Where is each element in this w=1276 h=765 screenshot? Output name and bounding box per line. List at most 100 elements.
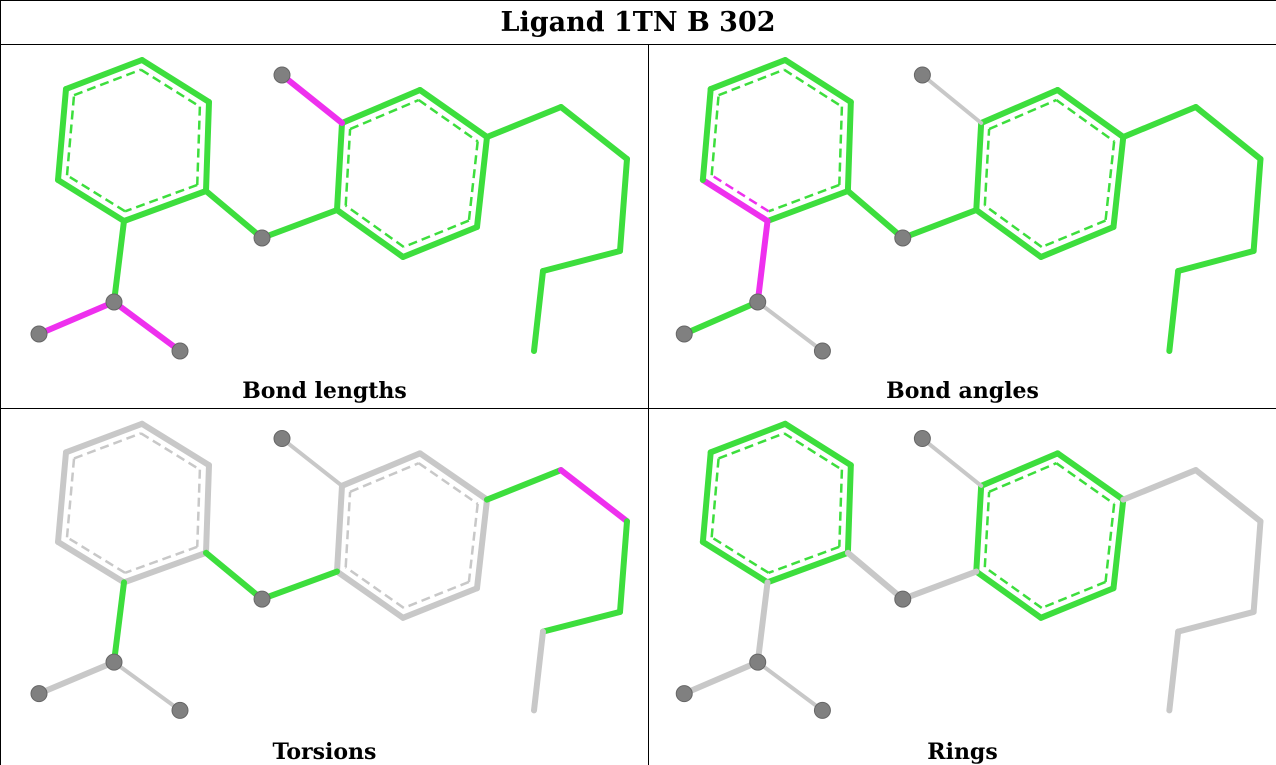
bond-r1c-r1d	[121, 188, 209, 224]
bond-r1e-r1f	[699, 449, 714, 545]
aromatic-bond-r1f-r1a	[73, 68, 142, 97]
aromatic-bond-r2d-r2e	[403, 219, 470, 249]
aromatic-bond-r1c-r1d	[124, 183, 198, 213]
bond-r2c-r2d	[474, 496, 490, 592]
aromatic-bond-r1b-r1c	[838, 469, 844, 547]
atom-m1	[30, 325, 48, 343]
atom-m2	[171, 342, 189, 360]
divider-title	[0, 44, 1276, 45]
aromatic-bond-r1e-r1f	[710, 95, 720, 176]
bond-r1e-r1f	[55, 449, 69, 545]
panel-bond-angles: Bond angles	[649, 45, 1276, 408]
aromatic-bond-r1c-r1d	[124, 545, 198, 575]
bond-r1a-r1b	[139, 57, 212, 105]
bond-r1c-ob	[203, 188, 265, 241]
ligand-diagram-torsions	[30, 420, 630, 719]
aromatic-bond-r1e-r1f	[65, 95, 76, 176]
bond-p1-p2	[558, 104, 630, 162]
bond-ch-m2	[755, 300, 825, 353]
bond-r2d-r2e	[400, 224, 480, 260]
bond-p1-p2	[1192, 467, 1264, 525]
panel-torsions: Torsions	[1, 409, 648, 765]
bond-r1e-r1f	[699, 86, 714, 183]
bond-r1c-r1d	[764, 188, 851, 224]
figure-title: Ligand 1TN B 302	[500, 6, 776, 38]
border-left	[0, 0, 1, 765]
aromatic-bond-r1e-r1f	[65, 458, 76, 538]
bond-ob-r2f	[899, 207, 980, 241]
bond-r1c-r1d	[121, 549, 209, 586]
bond-r2c-r2d	[1110, 134, 1127, 230]
atom-m1	[675, 685, 693, 703]
bond-ch-m2	[755, 660, 825, 713]
atom-top	[273, 66, 291, 84]
bond-r2c-r2d	[1110, 496, 1127, 592]
atom-top	[273, 430, 291, 448]
bond-r2f-r2a	[334, 120, 345, 213]
atom-ob	[253, 590, 271, 608]
aromatic-bond-r2a-r2b	[349, 98, 420, 131]
bond-r1f-r1a	[707, 57, 789, 92]
atom-ob	[894, 590, 912, 608]
bond-p1-p2	[1192, 104, 1264, 162]
bond-r1b-r1c	[844, 99, 854, 194]
bond-p4-p5	[531, 268, 546, 354]
panel-caption: Torsions	[272, 739, 377, 765]
bond-r1d-ch	[754, 218, 771, 305]
bond-r1a-r1b	[782, 57, 854, 105]
bond-r1d-r1e	[55, 177, 127, 224]
bond-r1d-ch	[111, 579, 127, 666]
bond-r1c-ob	[844, 188, 906, 241]
aromatic-bond-r1a-r1b	[783, 432, 843, 471]
atom-m2	[171, 701, 189, 719]
atom-ch	[749, 653, 767, 671]
atom-ch	[749, 293, 767, 311]
bond-ob-r2f	[259, 207, 340, 241]
aromatic-bond-r1d-r1e	[711, 174, 770, 213]
panel-rings: Rings	[649, 409, 1276, 765]
bond-ch-m1	[681, 299, 761, 337]
bond-r1d-r1e	[699, 538, 771, 586]
atom-m2	[813, 701, 831, 719]
aromatic-bond-r2e-r2f	[984, 204, 1043, 248]
panel-caption: Rings	[927, 739, 998, 765]
bond-r2a-r2b	[339, 450, 423, 489]
bond-p1-p2	[558, 467, 630, 525]
aromatic-bond-r2f-r2a	[983, 128, 991, 206]
bond-r2c-r2d	[474, 134, 490, 230]
aromatic-bond-r1a-r1b	[140, 432, 201, 471]
bond-r1d-ch	[754, 579, 771, 666]
atom-top	[913, 430, 931, 448]
bond-r2e-r2f	[973, 207, 1044, 260]
bond-r2d-r2e	[400, 585, 480, 621]
bond-r2b-r2c	[417, 87, 490, 140]
atom-m1	[30, 685, 48, 703]
ligand-diagram-bond-lengths	[30, 57, 630, 360]
aromatic-bond-r1a-r1b	[783, 68, 843, 108]
bond-r2c-p1	[484, 467, 564, 503]
bond-r2e-r2f	[973, 568, 1044, 621]
bond-r1a-r1b	[782, 420, 854, 469]
bond-p4-p5	[1166, 628, 1182, 714]
bond-r1f-r1a	[63, 57, 145, 92]
bond-r2c-p1	[1120, 467, 1199, 503]
aromatic-bond-r1d-r1e	[711, 536, 770, 574]
aromatic-bond-r1a-r1b	[140, 68, 201, 108]
bond-ob-r2f	[259, 568, 340, 603]
bond-p2-p3	[1250, 518, 1264, 615]
divider-vertical	[648, 44, 649, 765]
bond-r2a-top	[280, 436, 344, 488]
bond-ch-m1	[36, 299, 117, 337]
bond-r2a-r2b	[978, 450, 1061, 489]
aromatic-bond-r2d-r2e	[1041, 580, 1107, 610]
bond-r1f-r1a	[63, 420, 145, 456]
bond-r1d-r1e	[699, 177, 771, 224]
bond-r1b-r1c	[203, 462, 212, 556]
bond-p4-p5	[1166, 268, 1182, 354]
bond-r1a-r1b	[139, 420, 212, 469]
atom-ch	[105, 653, 123, 671]
aromatic-bond-r2b-r2c	[418, 462, 479, 505]
border-top	[0, 0, 1276, 1]
aromatic-bond-r2a-r2b	[988, 98, 1057, 131]
